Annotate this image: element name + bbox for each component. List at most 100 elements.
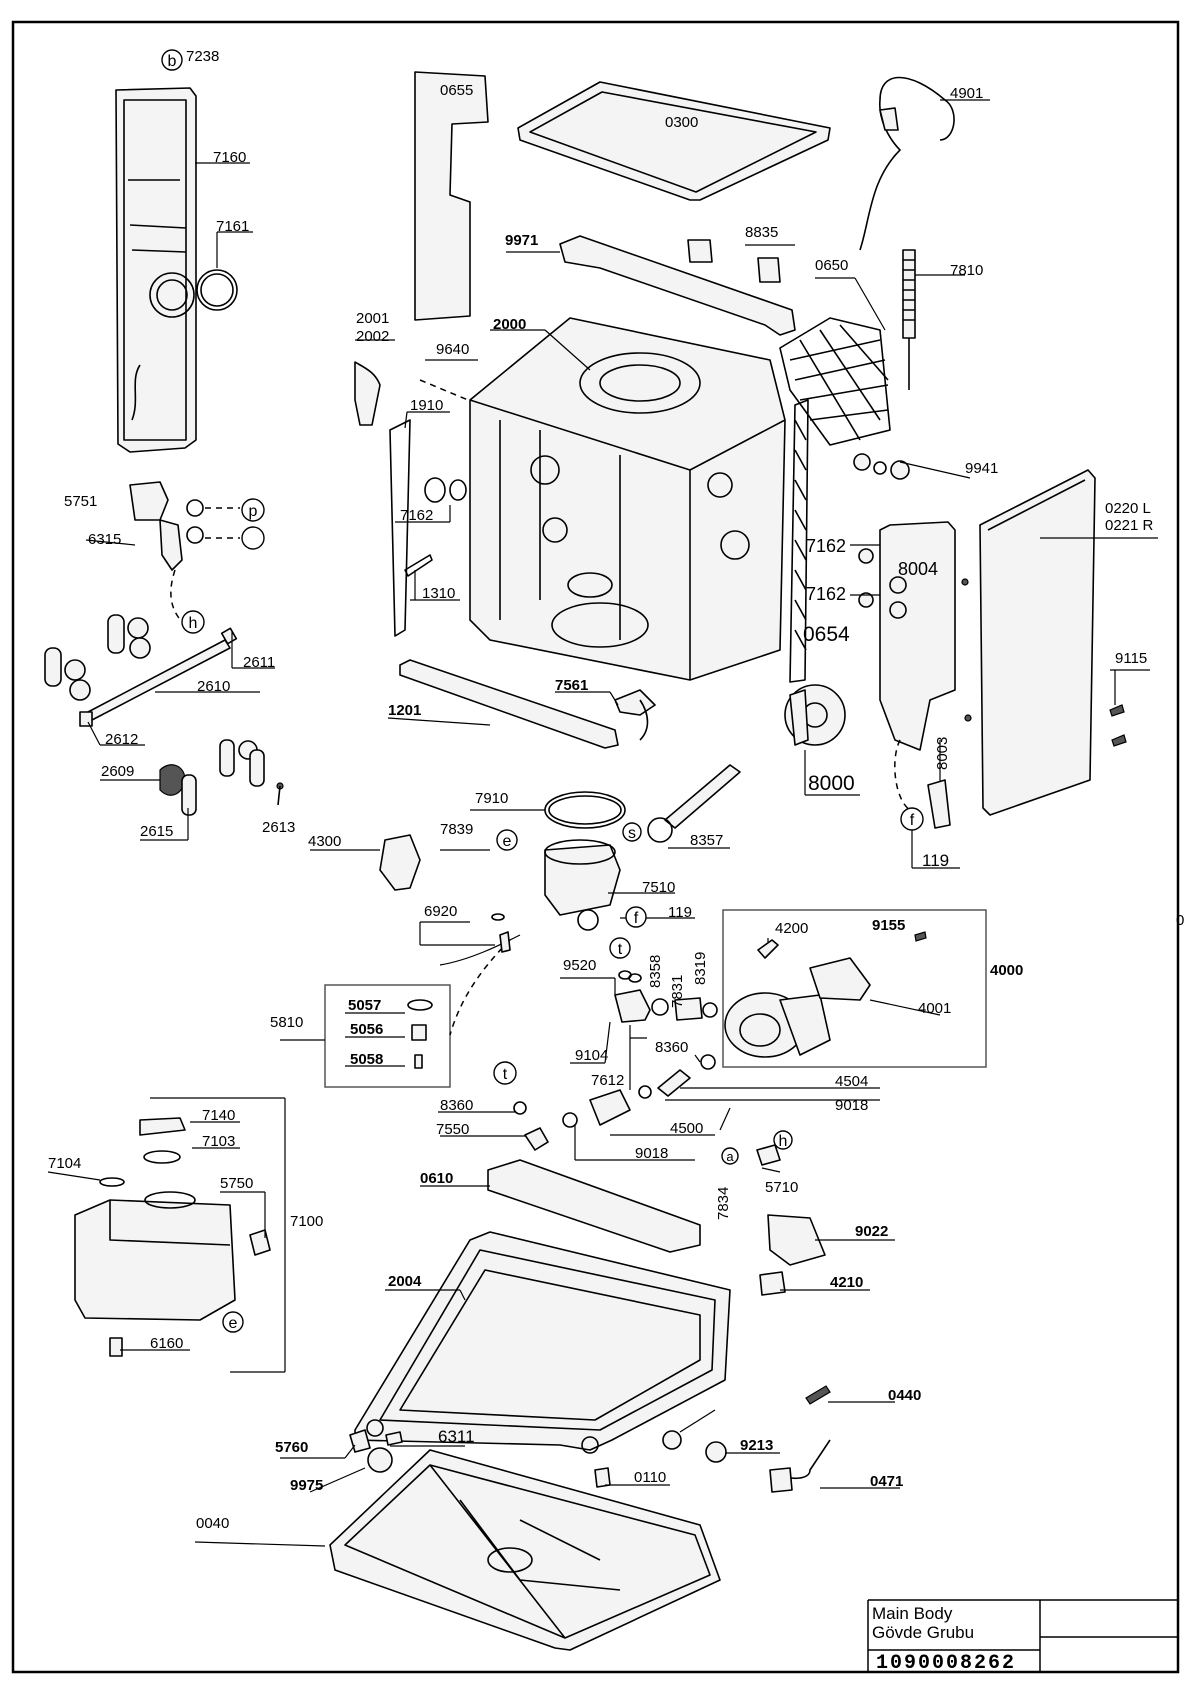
label-9213: 9213 [740, 1437, 773, 1454]
svg-text:a: a [726, 1149, 734, 1164]
svg-text:f: f [910, 812, 915, 829]
callout-s: s [622, 822, 642, 842]
label-5710: 5710 [765, 1179, 798, 1196]
fitting-6920 [491, 913, 511, 953]
label-8357: 8357 [690, 832, 723, 849]
callout-t1: t [609, 937, 631, 959]
label-7103: 7103 [202, 1133, 235, 1150]
title-block: Main Body Gövde Grubu 1090008262 [867, 1599, 1178, 1675]
label-8835: 8835 [745, 224, 778, 241]
label-0471: 0471 [870, 1473, 903, 1490]
label-9115: 9115 [1115, 650, 1147, 667]
callout-f1: f [625, 906, 647, 928]
drawing-frame [11, 20, 1180, 1674]
label-1310: 1310 [422, 585, 455, 602]
kit-5810 [324, 984, 451, 1088]
power-cord-4901 [859, 76, 955, 251]
label-2004: 2004 [388, 1273, 422, 1290]
label-2610: 2610 [197, 678, 230, 695]
label-7104: 7104 [48, 1155, 81, 1172]
label-8004: 8004 [898, 559, 938, 579]
hose-8357 [647, 764, 741, 843]
back-panel-fittings [129, 481, 204, 571]
top-cover-0300 [517, 81, 831, 201]
bar-0610 [487, 1159, 701, 1253]
label-8003: 8003 [934, 737, 951, 770]
label-9022: 9022 [855, 1223, 888, 1240]
label-2001: 2001 [356, 310, 389, 327]
label-7810: 7810 [950, 262, 983, 279]
callout-p: p [241, 498, 265, 522]
label-9520: 9520 [563, 957, 596, 974]
label-7910: 7910 [475, 790, 508, 807]
label-7839: 7839 [440, 821, 473, 838]
callout-h1: h [181, 610, 205, 634]
gasket-ring-7161 [196, 269, 238, 311]
callout-a: a [721, 1147, 739, 1165]
leader-lines [47, 99, 1158, 1547]
label-2611: 2611 [243, 654, 275, 671]
label-8360a: 8360 [655, 1039, 688, 1056]
svg-text:p: p [249, 503, 258, 520]
label-5750: 5750 [220, 1175, 253, 1192]
label-7834: 7834 [715, 1187, 732, 1220]
label-9018b: 9018 [635, 1145, 668, 1162]
svg-text:t: t [503, 1066, 508, 1083]
label-7162c: 7162 [806, 584, 846, 604]
callout-e2: e [222, 1311, 244, 1333]
label-4001: 4001 [918, 1000, 951, 1017]
label-5760: 5760 [275, 1439, 308, 1456]
pump-4000 [724, 931, 927, 1058]
label-2612: 2612 [105, 731, 138, 748]
label-0300: 0300 [665, 114, 698, 131]
label-8360b: 8360 [440, 1097, 473, 1114]
svg-text:t: t [618, 941, 623, 958]
callout-h2: h [773, 1130, 793, 1150]
label-0610: 0610 [420, 1170, 453, 1187]
label-7160: 7160 [213, 149, 246, 166]
base-tray-0040 [329, 1449, 721, 1651]
callout-b: b [161, 49, 183, 71]
label-119b: 119 [668, 904, 692, 921]
insulation-mesh-0650 [779, 317, 891, 446]
label-0654: 0654 [803, 623, 850, 646]
base-parts-lower [349, 1385, 831, 1493]
motor-4300 [379, 834, 421, 891]
insulation-0655 [414, 71, 489, 321]
softener-7100 [74, 1117, 271, 1357]
label-5056: 5056 [350, 1021, 383, 1038]
label-2613: 2613 [262, 819, 295, 836]
label-edge-0: 0 [1176, 912, 1184, 929]
label-4504: 4504 [835, 1073, 868, 1090]
frame-bar-9971 [559, 235, 796, 336]
label-0440: 0440 [888, 1387, 921, 1404]
base-frame-2004 [354, 1231, 731, 1454]
label-4901: 4901 [950, 85, 983, 102]
label-7550: 7550 [436, 1121, 469, 1138]
tub-side-parts [354, 361, 469, 637]
pump-8000 [784, 684, 846, 746]
label-1910: 1910 [410, 397, 443, 414]
fittings-9941 [853, 453, 910, 480]
label-0655: 0655 [440, 82, 473, 99]
label-9941: 9941 [965, 460, 998, 477]
label-9975: 9975 [290, 1477, 323, 1494]
label-119a: 119 [922, 851, 949, 870]
label-6315: 6315 [88, 531, 121, 548]
callout-empty [241, 526, 265, 550]
label-5057: 5057 [348, 997, 381, 1014]
svg-text:h: h [189, 615, 198, 632]
door-0220-0221 [961, 469, 1096, 816]
svg-text:e: e [229, 1315, 238, 1332]
label-0650: 0650 [815, 257, 848, 274]
label-7831: 7831 [669, 975, 686, 1008]
label-7100: 7100 [290, 1213, 323, 1230]
label-7561: 7561 [555, 677, 588, 694]
label-4500: 4500 [670, 1120, 703, 1137]
label-8358: 8358 [647, 955, 664, 988]
label-2615: 2615 [140, 823, 173, 840]
svg-text:s: s [628, 825, 636, 842]
insulation-strip-0654 [789, 399, 809, 683]
valve-9520 [614, 970, 651, 1023]
